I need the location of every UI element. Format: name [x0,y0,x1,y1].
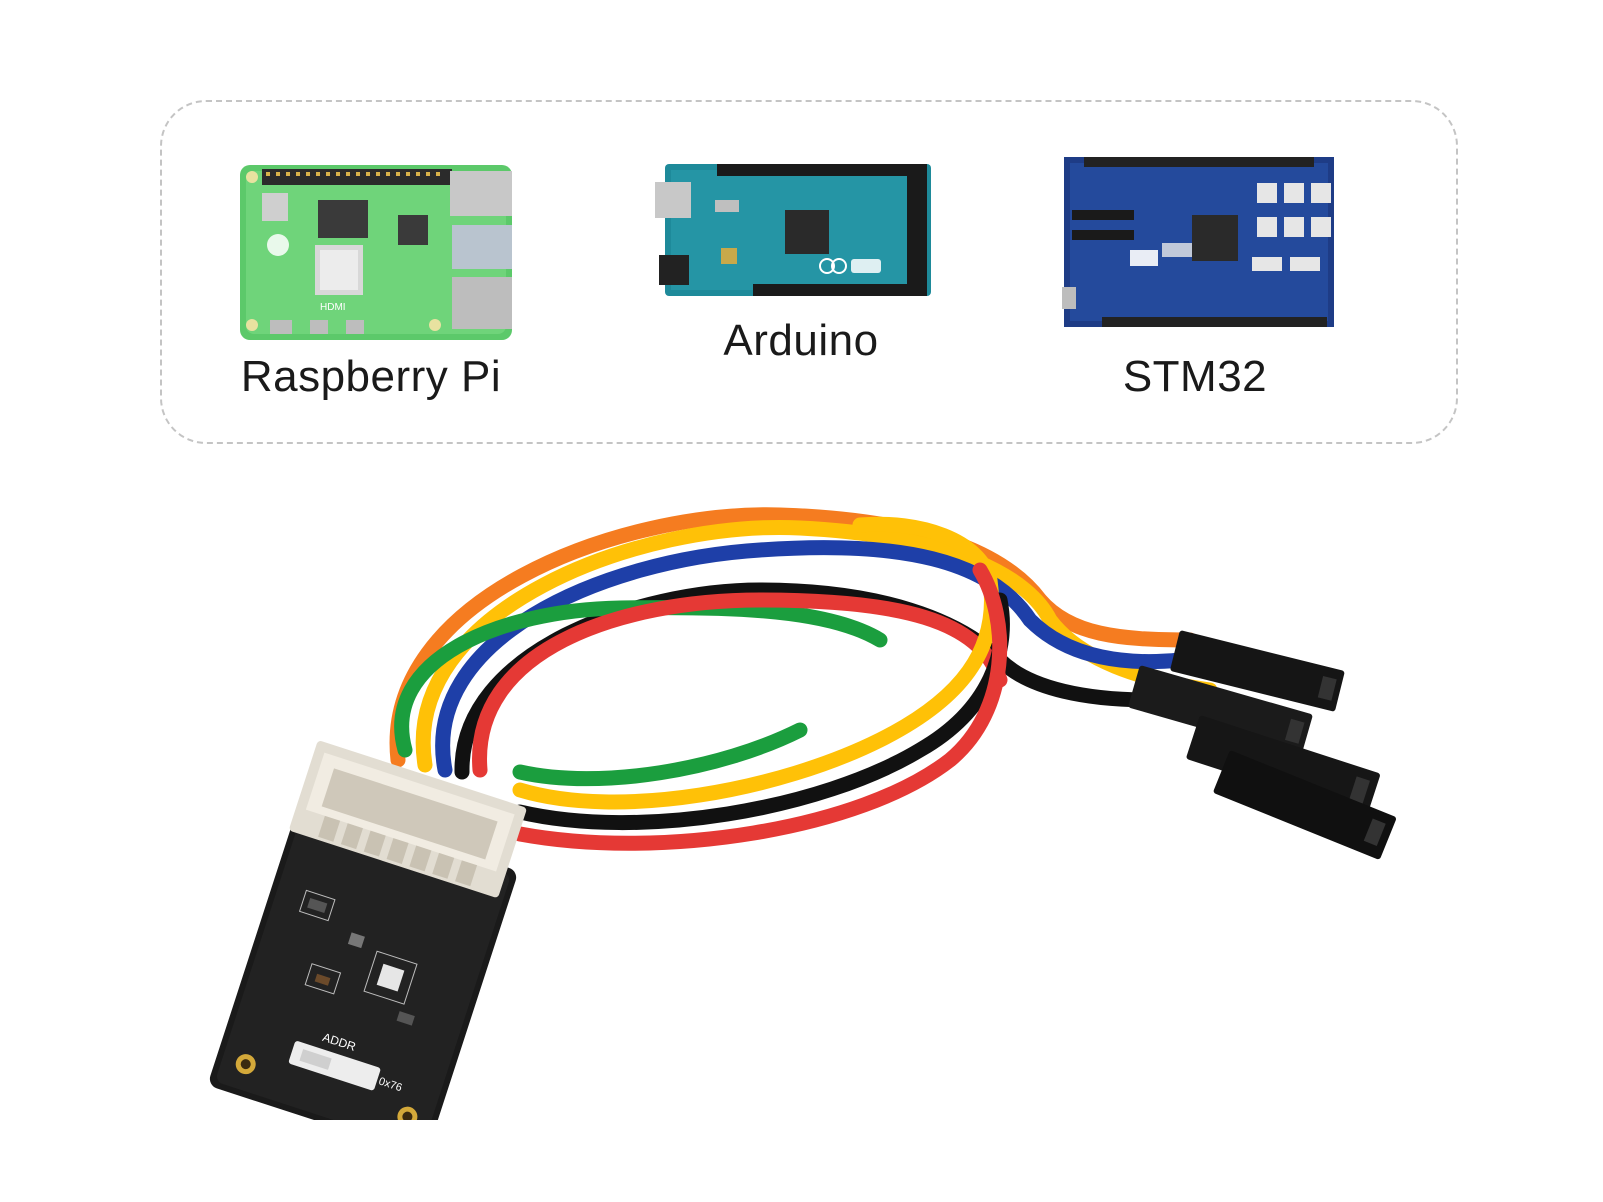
wire-green [394,600,888,758]
raspberry-pi-board-icon: HDMI [240,165,512,340]
dupont-connectors [1128,630,1396,860]
wire-red [472,592,1008,778]
wire-blue [435,540,1188,778]
jst-connector [289,741,527,898]
stm32-board-icon [1062,157,1334,327]
svg-text:HDMI: HDMI [320,302,346,313]
sensor-module-with-cables: ADDR 0x76 [209,507,1396,1120]
raspberry-pi-label: Raspberry Pi [240,352,502,401]
compatible-platforms-panel [160,100,1458,444]
sensor-pcb: ADDR 0x76 [209,802,517,1120]
arduino-mega-board-icon [655,164,931,296]
stm32-label: STM32 [1122,352,1268,401]
wire-orange [389,507,1198,768]
arduino-label: Arduino [723,316,879,365]
